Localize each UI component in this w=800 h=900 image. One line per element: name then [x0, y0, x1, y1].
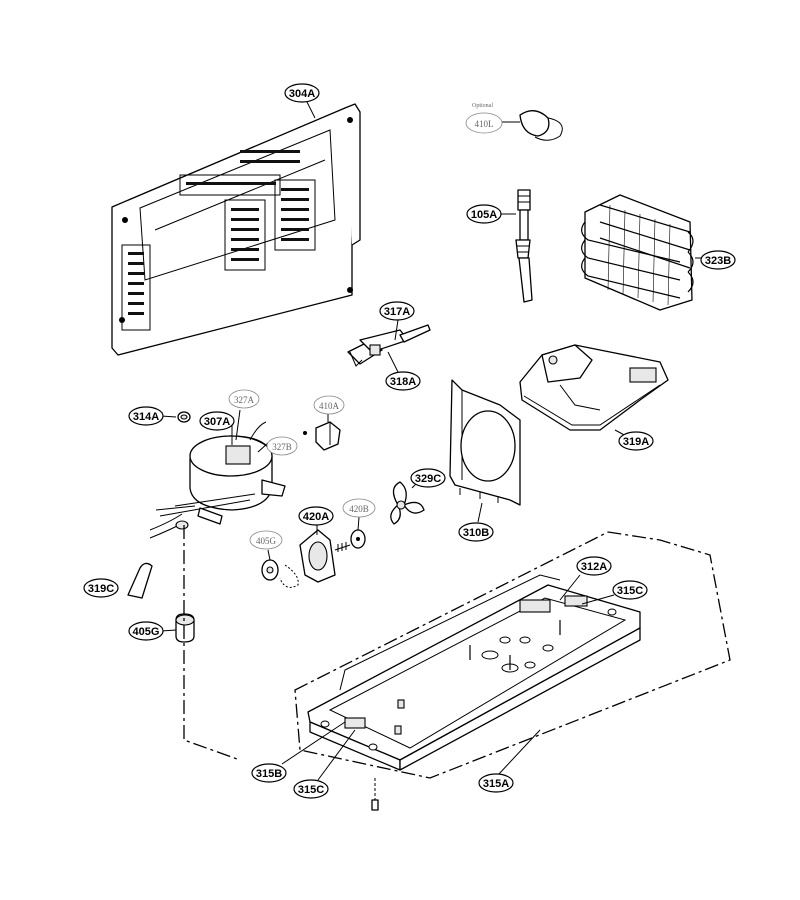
- svg-text:315B: 315B: [256, 768, 282, 780]
- svg-text:420A: 420A: [303, 511, 329, 523]
- callout-327B: 327B: [266, 436, 298, 456]
- svg-text:105A: 105A: [471, 209, 497, 221]
- evaporator-coil-323B-part: [581, 194, 694, 311]
- callout-405G: 405G: [249, 530, 283, 550]
- callout-315C-bottom: 315B: [251, 763, 287, 783]
- svg-text:304A: 304A: [289, 88, 315, 100]
- svg-text:318A: 318A: [390, 376, 416, 388]
- svg-text:312A: 312A: [581, 561, 607, 573]
- callout-329C: 329C: [410, 468, 446, 488]
- thermostat-317A-part: [347, 324, 431, 367]
- svg-text:327A: 327A: [234, 395, 255, 405]
- tube-310B-part: [127, 562, 153, 599]
- svg-text:405G: 405G: [133, 626, 160, 638]
- grommet-314A-part: [177, 411, 191, 423]
- callout-319A: 319A: [618, 431, 654, 451]
- svg-text:329C: 329C: [415, 473, 441, 485]
- svg-text:317A: 317A: [384, 306, 410, 318]
- part-405G: [261, 559, 299, 588]
- callout-304A: 304A: [284, 83, 320, 103]
- callout-319C: 310B: [458, 522, 494, 542]
- svg-text:323B: 323B: [705, 255, 731, 267]
- callout-318A: 318A: [385, 371, 421, 391]
- svg-text:327B: 327B: [272, 442, 292, 452]
- sensor-410L-part: [500, 110, 563, 141]
- callout-312A: 405G: [128, 621, 164, 641]
- fan-blade-329C-part: [390, 481, 425, 525]
- svg-text:315C: 315C: [298, 784, 324, 796]
- callout-310B: 319C: [83, 578, 119, 598]
- svg-text:315A: 315A: [483, 778, 509, 790]
- fan-bracket-420B-part: [350, 529, 366, 549]
- svg-text:310B: 310B: [463, 527, 489, 539]
- callout-315C-top: 312A: [576, 556, 612, 576]
- callout-420A: 420A: [298, 506, 334, 526]
- callout-315A: 315A: [478, 773, 514, 793]
- cover-319A-part: [519, 344, 669, 431]
- callout-315B-bottom: 315C: [293, 779, 329, 799]
- svg-text:319C: 319C: [88, 583, 114, 595]
- drain-tube-105A-part: [515, 189, 533, 303]
- callout-410L: 410L: [465, 112, 503, 134]
- callout-105A: 105A: [466, 204, 502, 224]
- base-assembly-boundary: [294, 531, 731, 779]
- optional-note: Optional: [472, 103, 493, 109]
- callout-323B: 323B: [700, 250, 736, 270]
- svg-text:315C: 315C: [617, 585, 643, 597]
- back-panel-part: [111, 103, 361, 356]
- svg-text:314A: 314A: [133, 411, 159, 423]
- fan-motor-420A-part: [299, 529, 351, 583]
- compressor-307A-part: [149, 421, 286, 539]
- callout-314A: 314A: [128, 406, 164, 426]
- svg-text:410L: 410L: [475, 119, 494, 129]
- callout-327A: 327A: [228, 389, 260, 409]
- callout-307A: 307A: [199, 411, 235, 431]
- relay-410A-part: [303, 421, 341, 451]
- callout-317A: 317A: [379, 301, 415, 321]
- base-tray-315A-part: [307, 574, 641, 771]
- svg-text:405G: 405G: [256, 536, 277, 546]
- callout-420B: 420B: [342, 498, 376, 518]
- fan-shroud-319C-part: [449, 379, 521, 506]
- callout-315B-top: 315C: [612, 580, 648, 600]
- svg-text:319A: 319A: [623, 436, 649, 448]
- svg-text:420B: 420B: [349, 504, 369, 514]
- fitting-312A-part: [175, 613, 195, 643]
- svg-text:410A: 410A: [319, 401, 340, 411]
- screw-part: [371, 778, 379, 811]
- callout-410A: 410A: [313, 395, 345, 415]
- svg-text:307A: 307A: [204, 416, 230, 428]
